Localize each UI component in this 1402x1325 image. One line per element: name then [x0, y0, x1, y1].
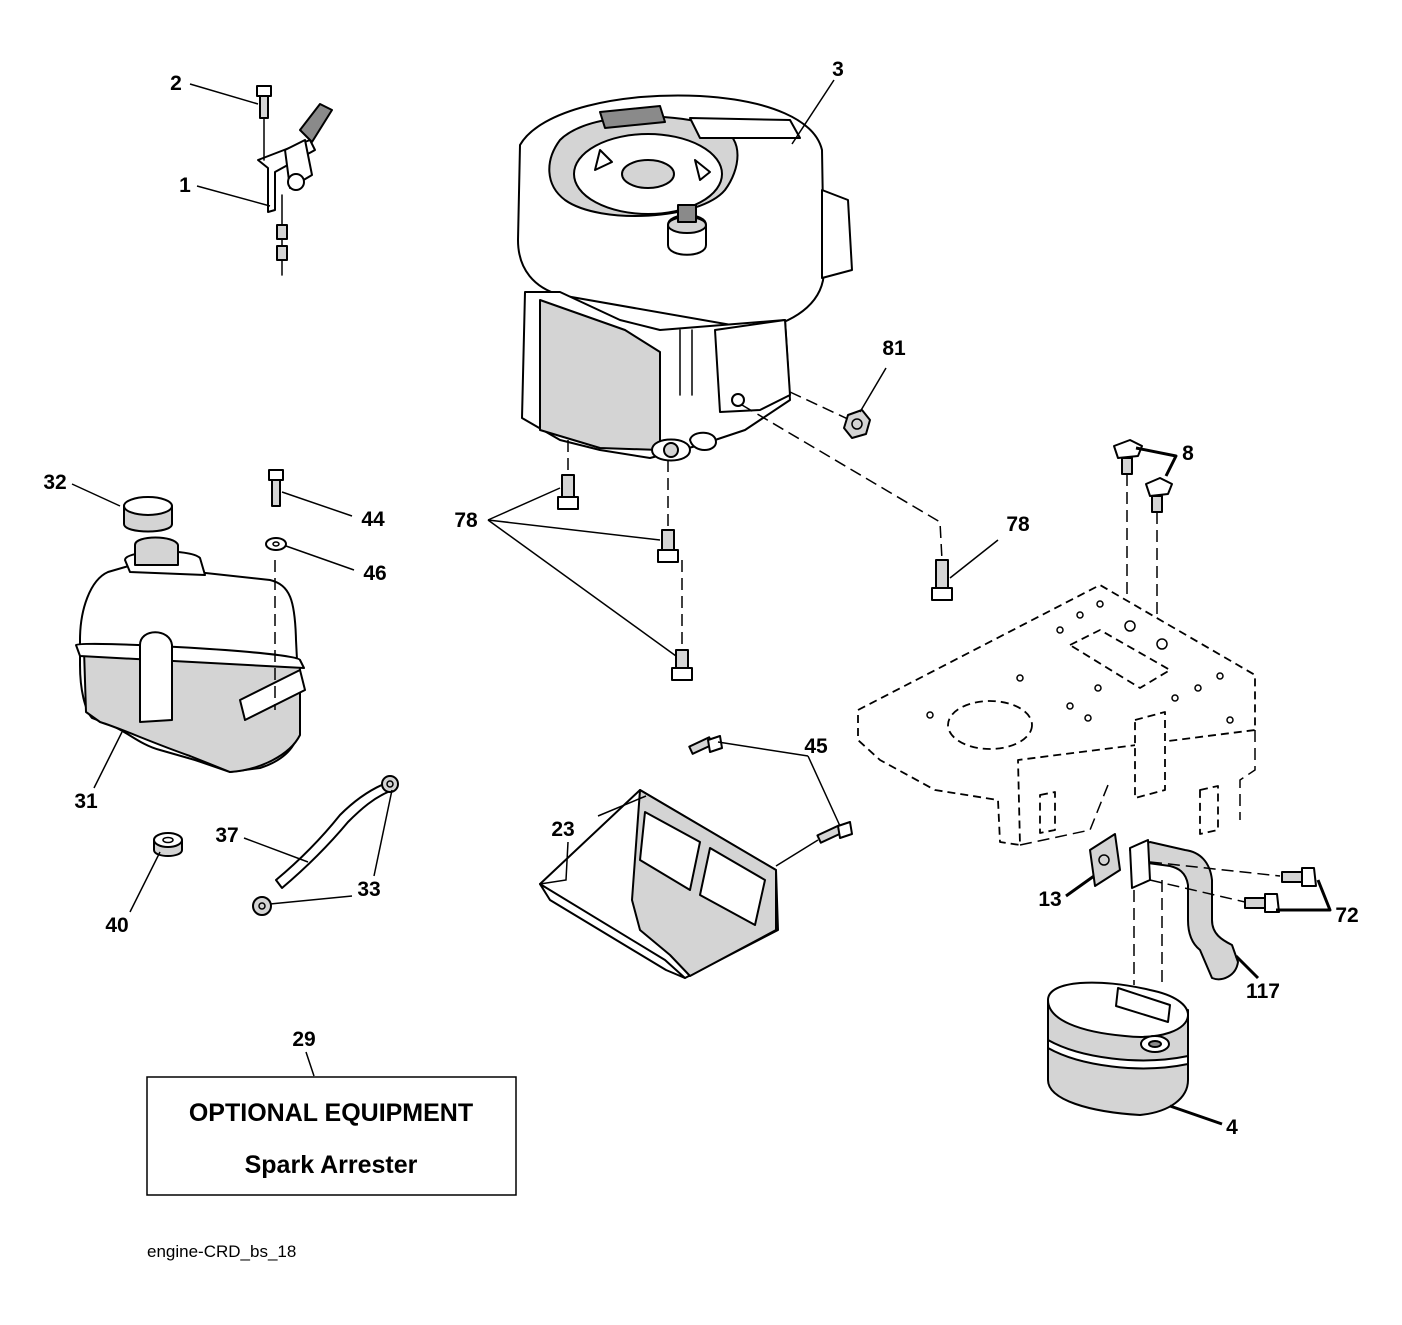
heat-shield-part-23	[539, 789, 779, 979]
callout-4: 4	[1226, 1116, 1238, 1139]
callout-3: 3	[832, 58, 844, 81]
bolt-part-78a	[557, 474, 579, 510]
bolt-part-78c	[671, 649, 693, 681]
screw-part-44	[268, 469, 284, 507]
exhaust-pipe-part-117	[1129, 839, 1281, 985]
nut-part-81	[843, 409, 871, 439]
screw-part-45b	[816, 821, 853, 844]
callout-labels: 2 1 3 81 78 78 8 32 44 46 31 37 33 40 45…	[43, 58, 1358, 1139]
spark-arrester-label: Spark Arrester	[245, 1151, 418, 1179]
callout-23: 23	[551, 818, 574, 841]
callout-117: 117	[1246, 980, 1280, 1003]
hose-clamp-part-33b	[252, 896, 272, 916]
callout-40: 40	[105, 914, 128, 937]
leader-lines	[71, 79, 1332, 1126]
bolt-part-72a	[1281, 867, 1317, 887]
callout-31: 31	[74, 790, 98, 813]
screw-part-45a	[688, 735, 723, 755]
callout-78-left: 78	[454, 509, 478, 532]
optional-equipment-box: OPTIONAL EQUIPMENT Spark Arrester	[146, 1076, 517, 1196]
callout-32: 32	[43, 471, 66, 494]
callout-46: 46	[363, 562, 386, 585]
drawing-id: engine-CRD_bs_18	[147, 1242, 296, 1261]
callout-81: 81	[882, 337, 906, 360]
throttle-control-part-1	[257, 103, 333, 276]
optional-equipment-title: OPTIONAL EQUIPMENT	[189, 1099, 473, 1127]
callout-1: 1	[179, 174, 191, 197]
fuel-tank-part-31	[75, 536, 306, 773]
callout-8: 8	[1182, 442, 1194, 465]
callout-44: 44	[361, 508, 385, 531]
screw-part-2	[256, 85, 272, 161]
bolt-part-78d	[931, 559, 953, 601]
callout-45: 45	[804, 735, 828, 758]
fuel-line-part-37	[275, 783, 389, 889]
callout-29: 29	[292, 1028, 315, 1051]
gasket-part-13	[1089, 833, 1121, 887]
grommet-part-40	[153, 832, 183, 857]
bolt-part-72b	[1244, 893, 1280, 913]
muffler-part-4	[1047, 981, 1189, 1116]
bolt-part-8b	[1145, 477, 1173, 640]
fuel-cap-part-32	[123, 496, 173, 533]
engine-part-3	[517, 94, 853, 462]
callout-13: 13	[1038, 888, 1061, 911]
callout-33: 33	[357, 878, 380, 901]
hose-clamp-part-33a	[381, 775, 399, 793]
callout-37: 37	[215, 824, 238, 847]
callout-72: 72	[1335, 904, 1358, 927]
callout-2: 2	[170, 72, 182, 95]
engine-mounting-lines	[567, 391, 943, 650]
frame-reference	[857, 584, 1256, 846]
bolt-part-78b	[657, 529, 679, 563]
washer-part-46	[265, 537, 287, 551]
callout-78-right: 78	[1006, 513, 1030, 536]
